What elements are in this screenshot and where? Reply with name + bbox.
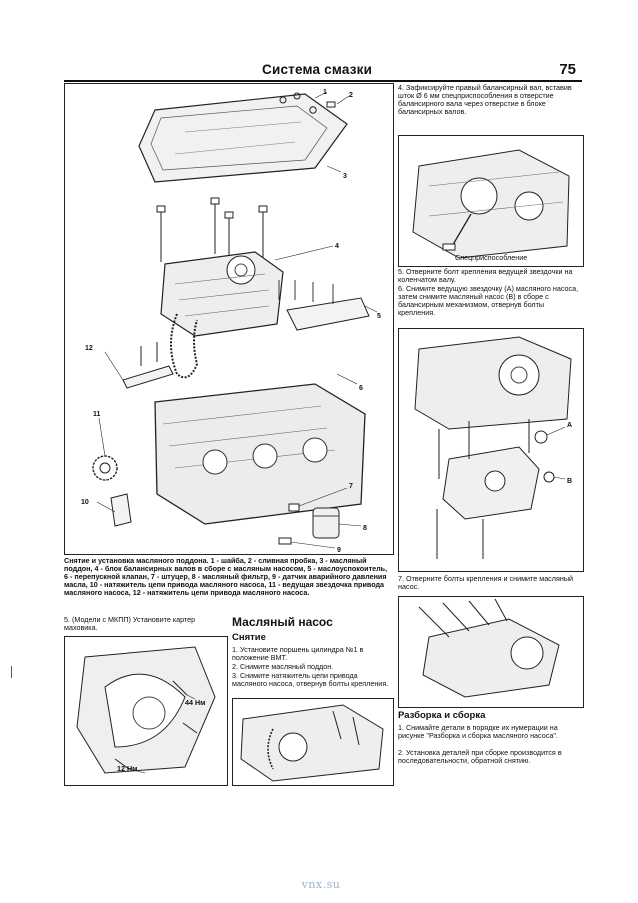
main-figure-caption: Снятие и установка масляного поддона. 1 … [64,556,388,598]
callout-11: 11 [93,411,101,418]
callout-5: 5 [377,313,381,320]
page-title: Система смазки [262,62,373,77]
edge-mark [11,666,12,678]
callout-b: B [567,478,572,485]
removal-step-3: 3. Снимите натяжитель цепи привода масля… [232,671,389,689]
figure-oil-pump-assembly [398,596,584,708]
figure-special-tool: Спецприспособление [398,135,584,267]
callout-1: 1 [323,89,327,96]
callout-12: 12 [85,345,93,352]
callout-7: 7 [349,483,353,490]
removal-step-1: 1. Установите поршень цилиндра №1 в поло… [232,645,364,663]
torque-label-bottom: 12 Нм [117,764,138,773]
assembly-step-2: 2. Установка деталей при сборке производ… [398,748,562,766]
flywheel-note: 5. (Модели с МКПП) Установите картер мах… [64,615,196,633]
main-figure: 1 2 3 4 5 6 7 8 9 10 11 12 [64,83,394,555]
special-tool-illustration [412,149,570,259]
watermark: vnx.su [301,878,341,891]
callout-10: 10 [81,499,89,506]
torque-label-top: 44 Нм [185,698,206,707]
callout-a: A [567,422,572,429]
callout-9: 9 [337,547,341,554]
engine-exploded-illustration: 1 2 3 4 5 6 7 8 9 10 11 12 [81,89,381,554]
callout-6: 6 [359,385,363,392]
figure-flywheel-housing: 44 Нм 12 Нм [64,636,228,786]
figure-oil-pump-removal: A B [398,328,584,572]
figure-chain-tensioner [232,698,394,786]
callout-2: 2 [349,92,353,99]
step-6-text: 6. Снимите ведущую звездочку (А) масляно… [398,284,579,318]
assembly-subheading: Разборка и сборка [398,710,486,721]
assembly-step-1: 1. Снимайте детали в порядке их нумераци… [398,723,558,741]
page-number: 75 [559,61,576,78]
flywheel-housing-illustration [76,646,216,774]
oil-pump-removal-illustration: A B [414,336,572,559]
oil-pump-heading: Масляный насос [232,615,333,629]
callout-3: 3 [343,173,347,180]
callout-8: 8 [363,525,367,532]
callout-4: 4 [335,243,339,250]
special-tool-label: Спецприспособление [455,253,528,262]
removal-subheading: Снятие [232,632,266,643]
step-7-text: 7. Отверните болты крепления и снимите м… [398,574,574,592]
removal-step-2: 2. Снимите масляный поддон. [232,662,334,671]
chain-tensioner-illustration [240,704,384,782]
step-4-text: 4. Зафиксируйте правый балансирный вал, … [398,83,572,117]
oil-pump-assembly-illustration [418,598,560,698]
step-5-text: 5. Отверните болт крепления ведущей звез… [398,267,573,285]
header-rule [64,80,582,82]
